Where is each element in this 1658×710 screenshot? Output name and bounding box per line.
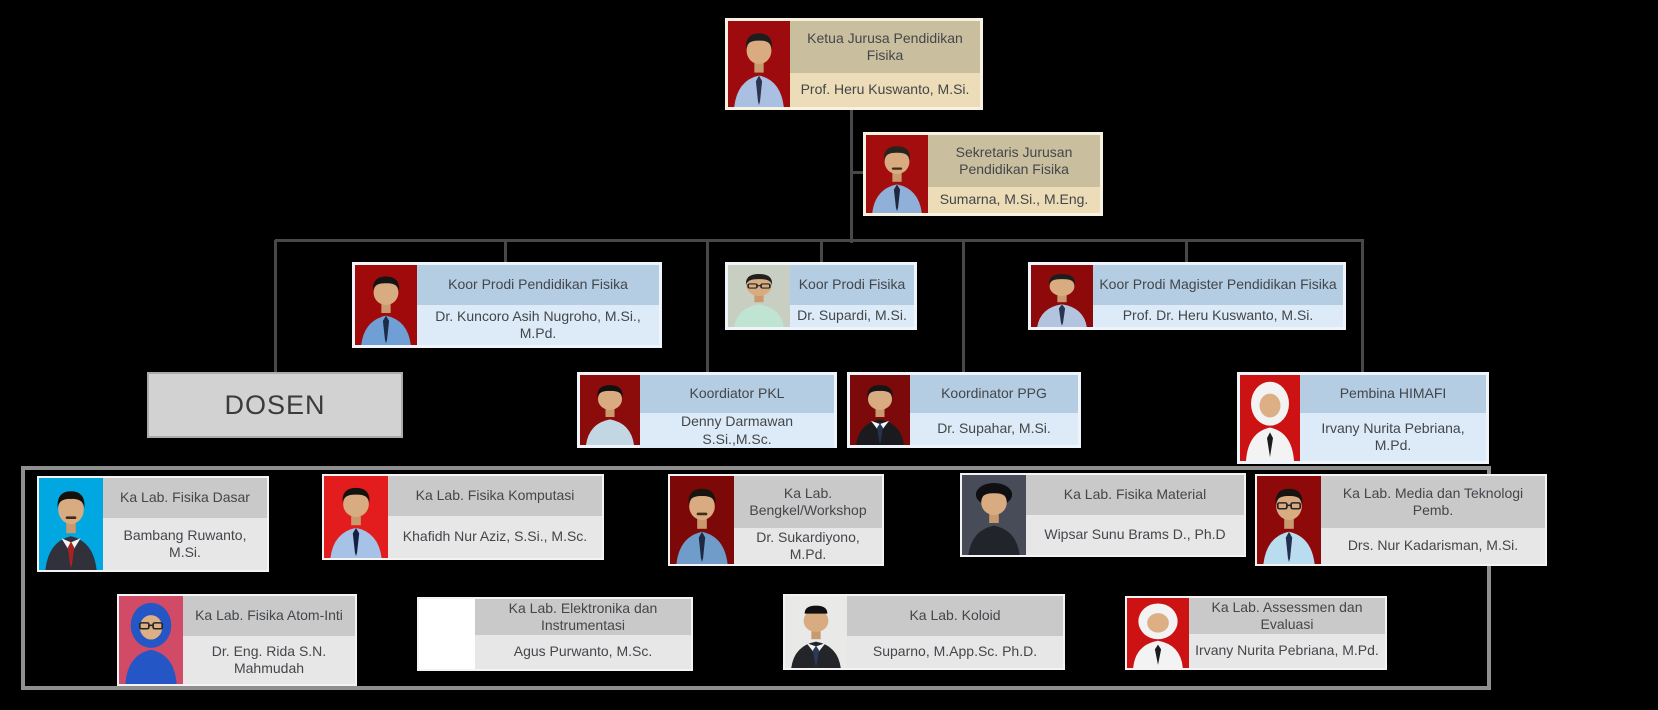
connector-line — [274, 240, 277, 372]
node-name: Irvany Nurita Pebriana, M.Pd. — [1189, 634, 1385, 668]
node-title: Ka Lab. Elektronika dan Instrumentasi — [475, 599, 691, 635]
connector-line — [820, 240, 823, 262]
node-name: Khafidh Nur Aziz, S.Si., M.Sc. — [388, 516, 602, 558]
node-title: Ketua Jurusa Pendidikan Fisika — [790, 21, 980, 73]
node-title: Koordinator PPG — [910, 375, 1078, 413]
portrait-photo — [355, 265, 417, 345]
portrait-photo — [1240, 375, 1300, 461]
org-node-dosen: DOSEN — [147, 372, 403, 438]
node-name: Prof. Dr. Heru Kuswanto, M.Si. — [1093, 305, 1343, 327]
connector-line — [1185, 240, 1188, 262]
connector-line — [851, 171, 865, 174]
node-name: Agus Purwanto, M.Sc. — [475, 635, 691, 669]
node-name: Dr. Sukardiyono, M.Pd. — [734, 528, 882, 564]
node-name: Dr. Kuncoro Asih Nugroho, M.Si., M.Pd. — [417, 305, 659, 345]
portrait-photo — [1127, 598, 1189, 668]
labs-group-border — [21, 466, 1491, 690]
node-title: Ka Lab. Fisika Dasar — [103, 478, 267, 518]
node-name: Dr. Eng. Rida S.N. Mahmudah — [183, 636, 355, 684]
portrait-photo — [1257, 476, 1321, 564]
connector-line — [1361, 240, 1364, 372]
node-title: Koordiator PKL — [640, 375, 834, 413]
node-title: Koor Prodi Pendidikan Fisika — [417, 265, 659, 305]
node-title: Sekretaris Jurusan Pendidikan Fisika — [928, 135, 1100, 187]
photo-placeholder — [419, 599, 475, 669]
node-name: Suparno, M.App.Sc. Ph.D. — [847, 636, 1063, 668]
portrait-photo — [728, 21, 790, 107]
node-title: Pembina HIMAFI — [1300, 375, 1486, 413]
node-title: DOSEN — [224, 389, 326, 420]
node-name: Sumarna, M.Si., M.Eng. — [928, 187, 1100, 213]
node-name: Wipsar Sunu Brams D., Ph.D — [1026, 515, 1244, 555]
node-title: Ka Lab. Fisika Komputasi — [388, 476, 602, 516]
connector-line — [706, 240, 709, 372]
node-title: Ka Lab. Fisika Material — [1026, 475, 1244, 515]
connector-line — [275, 239, 1364, 242]
node-text: Ka Lab. Media dan Teknologi Pemb.Drs. Nu… — [1321, 476, 1545, 564]
portrait-photo — [119, 596, 183, 684]
node-title: Ka Lab. Koloid — [847, 596, 1063, 636]
portrait-photo — [1031, 265, 1093, 327]
node-title: Koor Prodi Magister Pendidikan Fisika — [1093, 265, 1343, 305]
node-name: Denny Darmawan S.Si.,M.Sc. — [640, 413, 834, 448]
portrait-photo — [670, 476, 734, 564]
connector-line — [962, 240, 965, 372]
node-name: Dr. Supardi, M.Si. — [790, 305, 914, 327]
node-title: Ka Lab. Assessmen dan Evaluasi — [1189, 598, 1385, 634]
portrait-photo — [962, 475, 1026, 555]
portrait-photo — [580, 375, 640, 445]
node-title: Koor Prodi Fisika — [790, 265, 914, 305]
portrait-photo — [850, 375, 910, 445]
connector-line — [850, 110, 853, 243]
node-name: Bambang Ruwanto, M.Si. — [103, 518, 267, 570]
node-name: Dr. Supahar, M.Si. — [910, 413, 1078, 445]
node-title: Ka Lab. Bengkel/Workshop — [734, 476, 882, 528]
org-node-lab-media: Ka Lab. Media dan Teknologi Pemb.Drs. Nu… — [1255, 474, 1547, 566]
portrait-photo — [728, 265, 790, 327]
portrait-photo — [324, 476, 388, 558]
node-name: Prof. Heru Kuswanto, M.Si. — [790, 73, 980, 107]
node-name: Drs. Nur Kadarisman, M.Si. — [1321, 528, 1545, 564]
portrait-photo — [866, 135, 928, 213]
node-name: Irvany Nurita Pebriana, M.Pd. — [1300, 413, 1486, 461]
connector-line — [504, 240, 507, 262]
portrait-photo — [785, 596, 847, 668]
node-title: Ka Lab. Fisika Atom-Inti — [183, 596, 355, 636]
portrait-photo — [39, 478, 103, 570]
node-title: Ka Lab. Media dan Teknologi Pemb. — [1321, 476, 1545, 528]
